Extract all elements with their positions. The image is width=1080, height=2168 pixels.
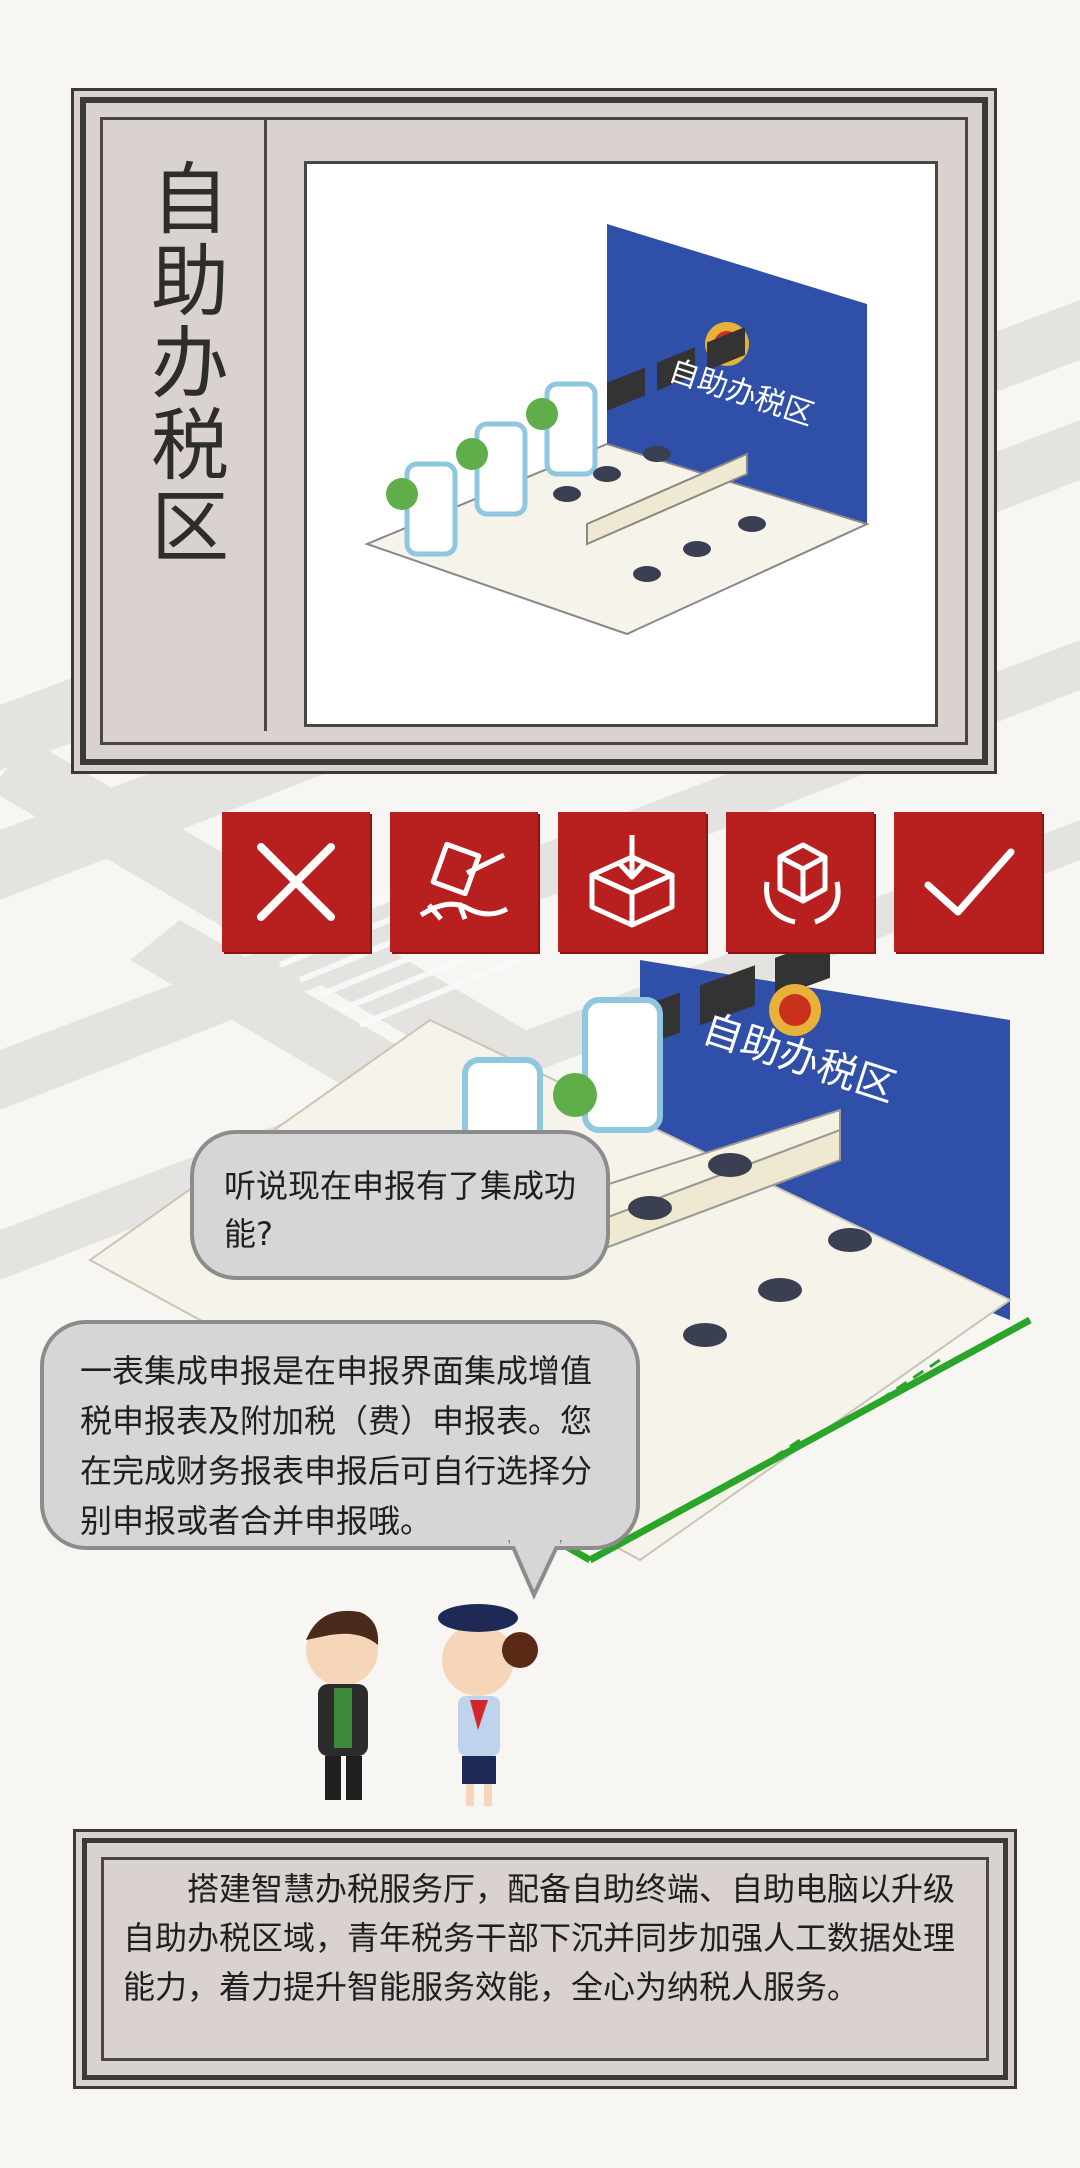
- page-title: 自助办税区: [138, 158, 228, 568]
- cross-icon: [222, 812, 370, 952]
- character-tax-officer: [438, 1604, 538, 1806]
- tax-hall-illustration: 自助办税区: [304, 161, 938, 727]
- tax-hall-drawing: 自助办税区: [364, 224, 870, 636]
- gavel-icon: [390, 812, 538, 952]
- answer-bubble: 一表集成申报是在申报界面集成增值税申报表及附加税（费）申报表。您在完成财务报表申…: [40, 1320, 640, 1550]
- top-panel: 自助办税区 自助办税区: [80, 97, 988, 765]
- bottom-panel-inner-border: [101, 1857, 989, 2061]
- checkmark-icon: [894, 812, 1042, 952]
- answer-bubble-tail: [507, 1540, 563, 1600]
- box-download-icon: [558, 812, 706, 952]
- summary-text: 搭建智慧办税服务厅，配备自助终端、自助电脑以升级自助办税区域，青年税务干部下沉并…: [123, 1870, 956, 2006]
- top-panel-inner-border: [100, 117, 968, 745]
- question-bubble: 听说现在申报有了集成功能?: [190, 1130, 610, 1280]
- character-man: [306, 1610, 379, 1800]
- icon-row: [222, 812, 1042, 952]
- bottom-panel: 搭建智慧办税服务厅，配备自助终端、自助电脑以升级自助办税区域，青年税务干部下沉并…: [82, 1838, 1008, 2080]
- title-divider: [264, 117, 267, 731]
- box-rotate-icon: [726, 812, 874, 952]
